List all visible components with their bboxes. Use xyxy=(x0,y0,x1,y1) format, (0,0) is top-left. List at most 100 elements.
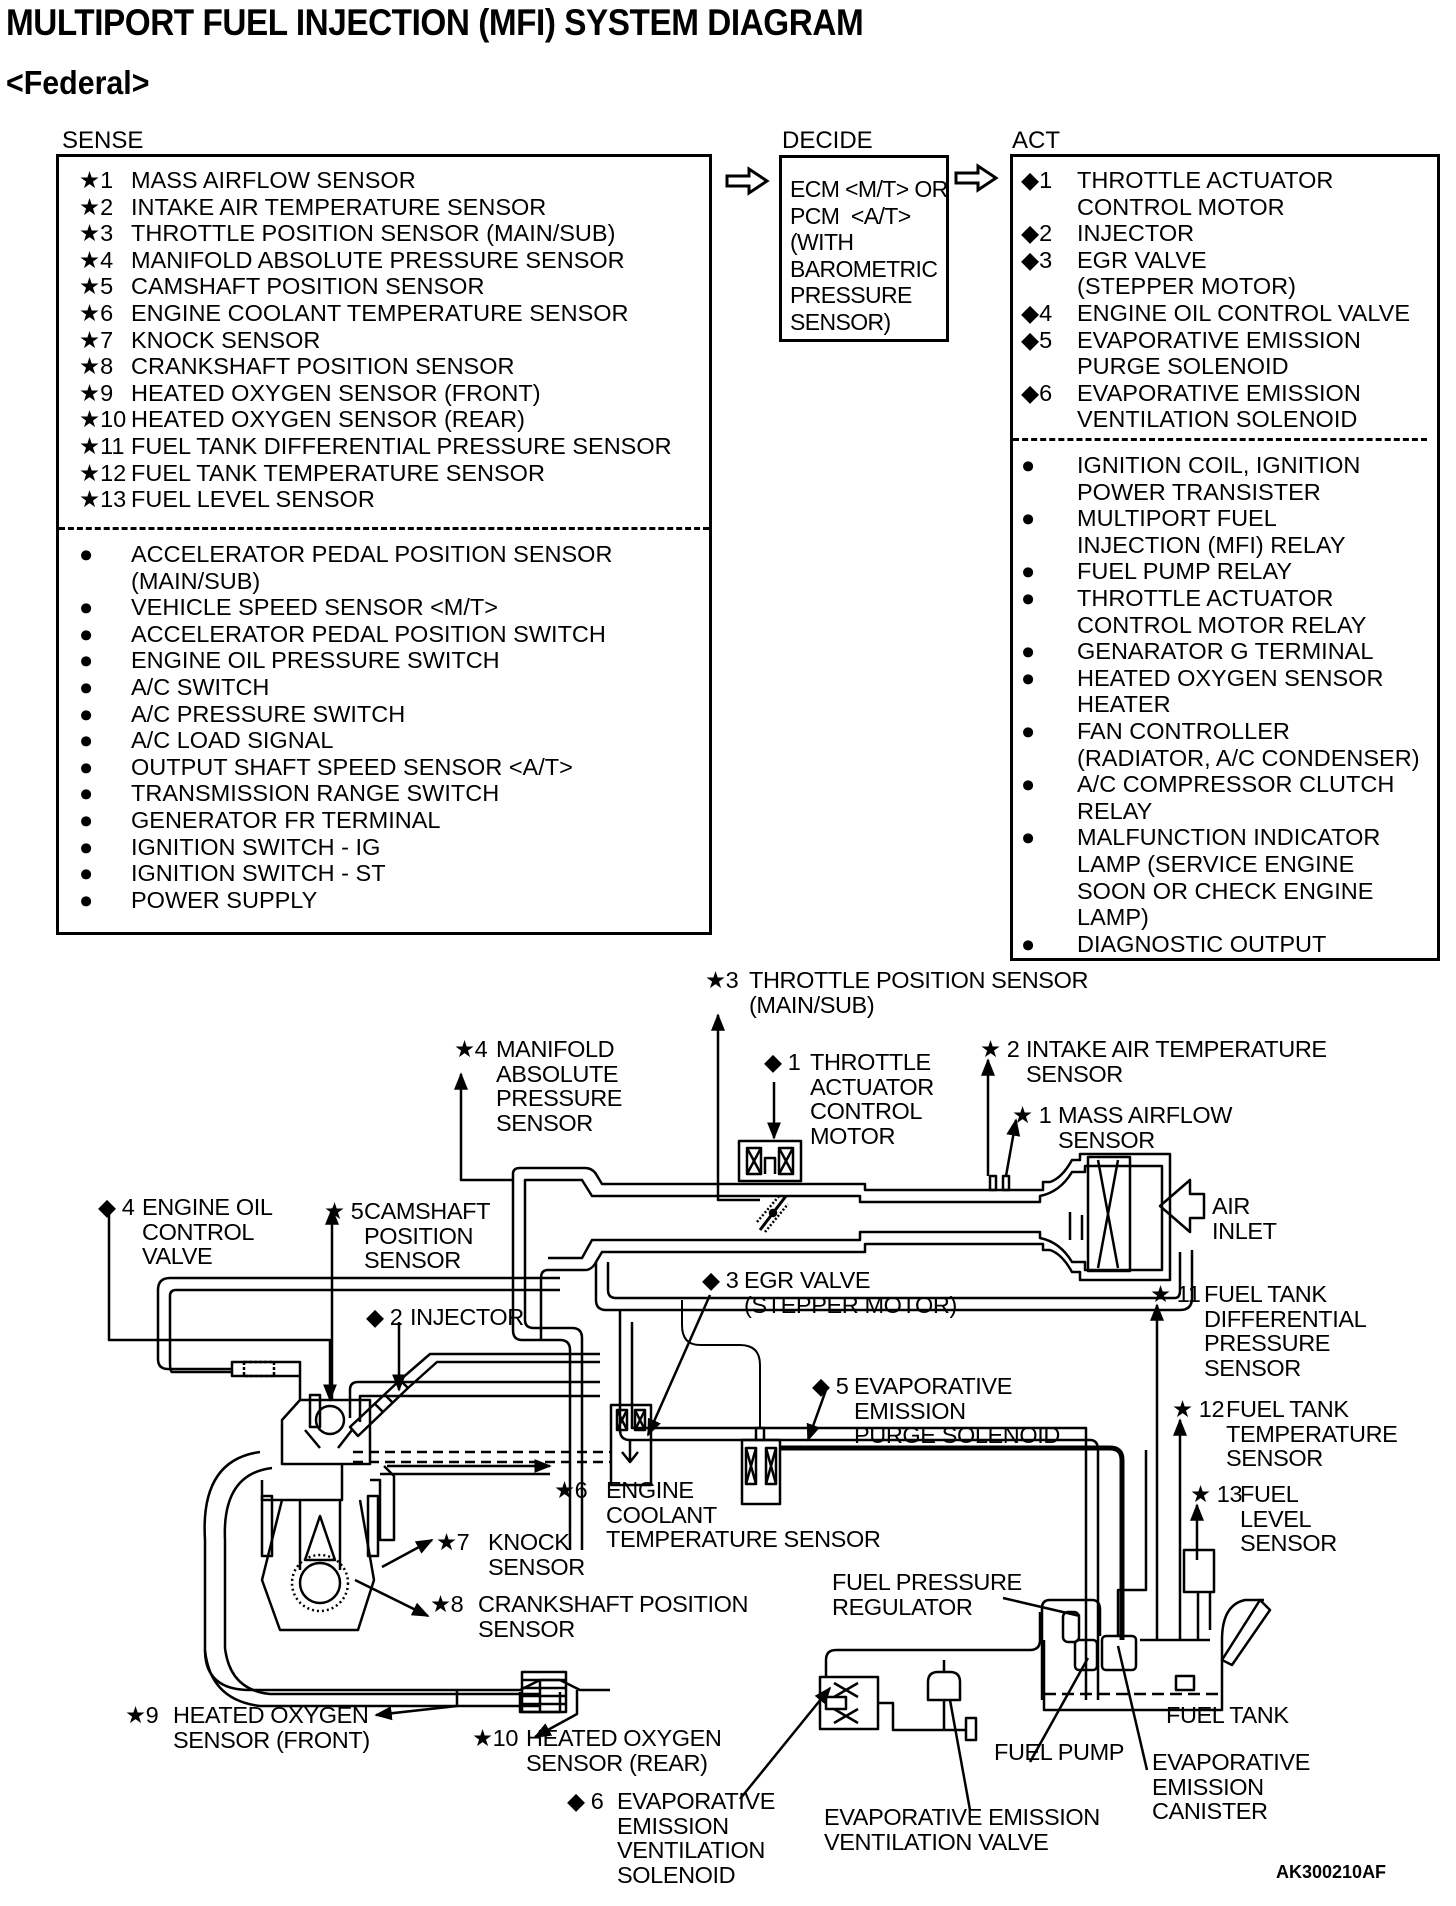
star-marker-icon: ★11 xyxy=(79,432,125,459)
star-marker-icon: ★12 xyxy=(79,459,127,486)
label-text: INTAKE AIR TEMPERATURE SENSOR xyxy=(1026,1036,1327,1087)
list-item-text: A/C LOAD SIGNAL xyxy=(131,727,334,754)
label-camshaft-position-sensor: ★ 5 CAMSHAFT POSITION SENSOR xyxy=(324,1199,490,1273)
label-evaporative-emission-canister: EVAPORATIVE EMISSION CANISTER xyxy=(1152,1749,1310,1824)
list-item-text: FAN CONTROLLER (RADIATOR, A/C CONDENSER) xyxy=(1077,717,1420,771)
page-title: MULTIPORT FUEL INJECTION (MFI) SYSTEM DI… xyxy=(6,2,864,43)
list-item-text: DIAGNOSTIC OUTPUT xyxy=(1077,930,1327,957)
label-text: EGR VALVE (STEPPER MOTOR) xyxy=(744,1267,957,1318)
bullet-marker-icon: ● xyxy=(79,780,94,807)
bullet-marker-icon: ● xyxy=(79,700,94,727)
list-item: ●FUEL PUMP RELAY xyxy=(1021,558,1431,585)
label-text: ENGINE COOLANT TEMPERATURE SENSOR xyxy=(606,1477,881,1552)
bullet-marker-icon: ● xyxy=(1021,824,1036,851)
sense-heading: SENSE xyxy=(62,127,144,154)
diamond-marker-icon: ◆1 xyxy=(1021,167,1053,193)
label-text: FUEL TANK DIFFERENTIAL PRESSURE SENSOR xyxy=(1204,1281,1367,1381)
label-knock-sensor: ★7 KNOCK SENSOR xyxy=(436,1530,585,1604)
list-item-text: ENGINE COOLANT TEMPERATURE SENSOR xyxy=(131,299,629,326)
decide-box: ECM <M/T> OR PCM <A/T> (WITH BAROMETRIC … xyxy=(779,155,949,342)
bullet-marker-icon: ● xyxy=(79,806,94,833)
list-item-text: POWER SUPPLY xyxy=(131,886,318,913)
label-text: HEATED OXYGEN SENSOR (FRONT) xyxy=(173,1702,370,1753)
label-engine-coolant-temperature-sensor: ★6 ENGINE COOLANT TEMPERATURE SENSOR xyxy=(554,1478,881,1552)
engine-oil-control-valve xyxy=(156,1276,560,1429)
label-text: THROTTLE POSITION SENSOR (MAIN/SUB) xyxy=(749,967,1089,1018)
label-text: MANIFOLD ABSOLUTE PRESSURE SENSOR xyxy=(496,1036,623,1136)
star-marker-icon: ★8 xyxy=(79,353,114,380)
bullet-marker-icon: ● xyxy=(1021,584,1036,611)
list-item: ● POWER SUPPLY xyxy=(79,887,699,914)
bullet-marker-icon: ● xyxy=(79,860,94,887)
list-item: ●IGNITION SWITCH - IG xyxy=(79,834,699,861)
sense-bullet-list: ●ACCELERATOR PEDAL POSITION SENSOR (MAIN… xyxy=(79,541,699,913)
label-text: INJECTOR xyxy=(410,1304,524,1330)
label-egr-valve: ◆ 3 EGR VALVE (STEPPER MOTOR) xyxy=(702,1268,957,1342)
list-item: ●A/C PRESSURE SWITCH xyxy=(79,701,699,728)
diamond-marker-icon: ◆ 4 xyxy=(98,1194,135,1220)
star-marker-icon: ★ 5 xyxy=(324,1198,364,1224)
label-fuel-tank-temperature-sensor: ★ 12 FUEL TANK TEMPERATURE SENSOR xyxy=(1172,1397,1398,1471)
diamond-marker-icon: ◆2 xyxy=(1021,220,1053,247)
star-marker-icon: ★ 1 xyxy=(1012,1102,1052,1128)
label-air-inlet: AIR INLET xyxy=(1212,1193,1277,1244)
label-text: EVAPORATIVE EMISSION VENTILATION SOLENOI… xyxy=(617,1788,775,1888)
bullet-marker-icon: ● xyxy=(79,594,94,621)
bullet-marker-icon: ● xyxy=(1021,505,1036,532)
page-subtitle: <Federal> xyxy=(6,64,150,101)
label-engine-oil-control-valve: ◆ 4 ENGINE OIL CONTROL VALVE xyxy=(98,1195,273,1269)
label-ventilation-valve: EVAPORATIVE EMISSION VENTILATION VALVE xyxy=(824,1804,1100,1855)
label-intake-air-temperature-sensor: ★ 2 INTAKE AIR TEMPERATURE SENSOR xyxy=(980,1037,1327,1111)
list-item-text: CRANKSHAFT POSITION SENSOR xyxy=(131,353,515,380)
list-item: ★6 ENGINE COOLANT TEMPERATURE SENSOR xyxy=(79,300,699,327)
list-item: ● TRANSMISSION RANGE SWITCH xyxy=(79,780,699,807)
list-item-text: THROTTLE ACTUATOR CONTROL MOTOR RELAY xyxy=(1077,584,1367,638)
diamond-marker-icon: ◆ 1 xyxy=(764,1049,801,1075)
list-item-text: CAMSHAFT POSITION SENSOR xyxy=(131,273,485,300)
star-marker-icon: ★6 xyxy=(554,1477,588,1503)
list-item: ●A/C SWITCH xyxy=(79,674,699,701)
ventilation-solenoid xyxy=(818,1612,1042,1732)
label-fuel-pressure-regulator: FUEL PRESSURE REGULATOR xyxy=(832,1569,1022,1620)
list-item-text: HEATED OXYGEN SENSOR (FRONT) xyxy=(131,379,541,406)
diamond-marker-icon: ◆4 xyxy=(1021,299,1053,326)
list-item-text: EVAPORATIVE EMISSION VENTILATION SOLENOI… xyxy=(1077,379,1361,433)
diamond-marker-icon: ◆5 xyxy=(1021,326,1053,353)
exhaust xyxy=(203,1649,610,1714)
list-item-text: MALFUNCTION INDICATOR LAMP (SERVICE ENGI… xyxy=(1077,824,1381,931)
decide-to-act-arrow-icon xyxy=(954,163,999,193)
sense-divider xyxy=(59,527,709,530)
star-marker-icon: ★6 xyxy=(79,299,114,326)
list-item-text: GENERATOR FR TERMINAL xyxy=(131,806,441,833)
list-item-text: ACCELERATOR PEDAL POSITION SWITCH xyxy=(131,620,606,647)
label-text: MASS AIRFLOW SENSOR xyxy=(1058,1102,1233,1153)
list-item-text: TRANSMISSION RANGE SWITCH xyxy=(131,780,500,807)
star-marker-icon: ★10 xyxy=(472,1725,519,1751)
bullet-marker-icon: ● xyxy=(1021,664,1036,691)
label-mass-airflow-sensor: ★ 1 MASS AIRFLOW SENSOR xyxy=(1012,1103,1232,1177)
star-marker-icon: ★7 xyxy=(436,1529,470,1555)
maf-probe xyxy=(1001,1174,1011,1192)
bullet-marker-icon: ● xyxy=(79,886,94,913)
label-injector: ◆ 2 INJECTOR xyxy=(366,1305,524,1379)
bullet-marker-icon: ● xyxy=(79,673,94,700)
egr-valve xyxy=(353,1403,653,1487)
label-purge-solenoid: ◆ 5 EVAPORATIVE EMISSION PURGE SOLENOID xyxy=(812,1374,1060,1448)
star-marker-icon: ★9 xyxy=(79,379,114,406)
purge-solenoid xyxy=(681,1300,1125,1640)
label-fuel-level-sensor: ★ 13 FUEL LEVEL SENSOR xyxy=(1190,1482,1337,1556)
label-text: HEATED OXYGEN SENSOR (REAR) xyxy=(526,1725,722,1776)
list-item: ●OUTPUT SHAFT SPEED SENSOR <A/T> xyxy=(79,754,699,781)
